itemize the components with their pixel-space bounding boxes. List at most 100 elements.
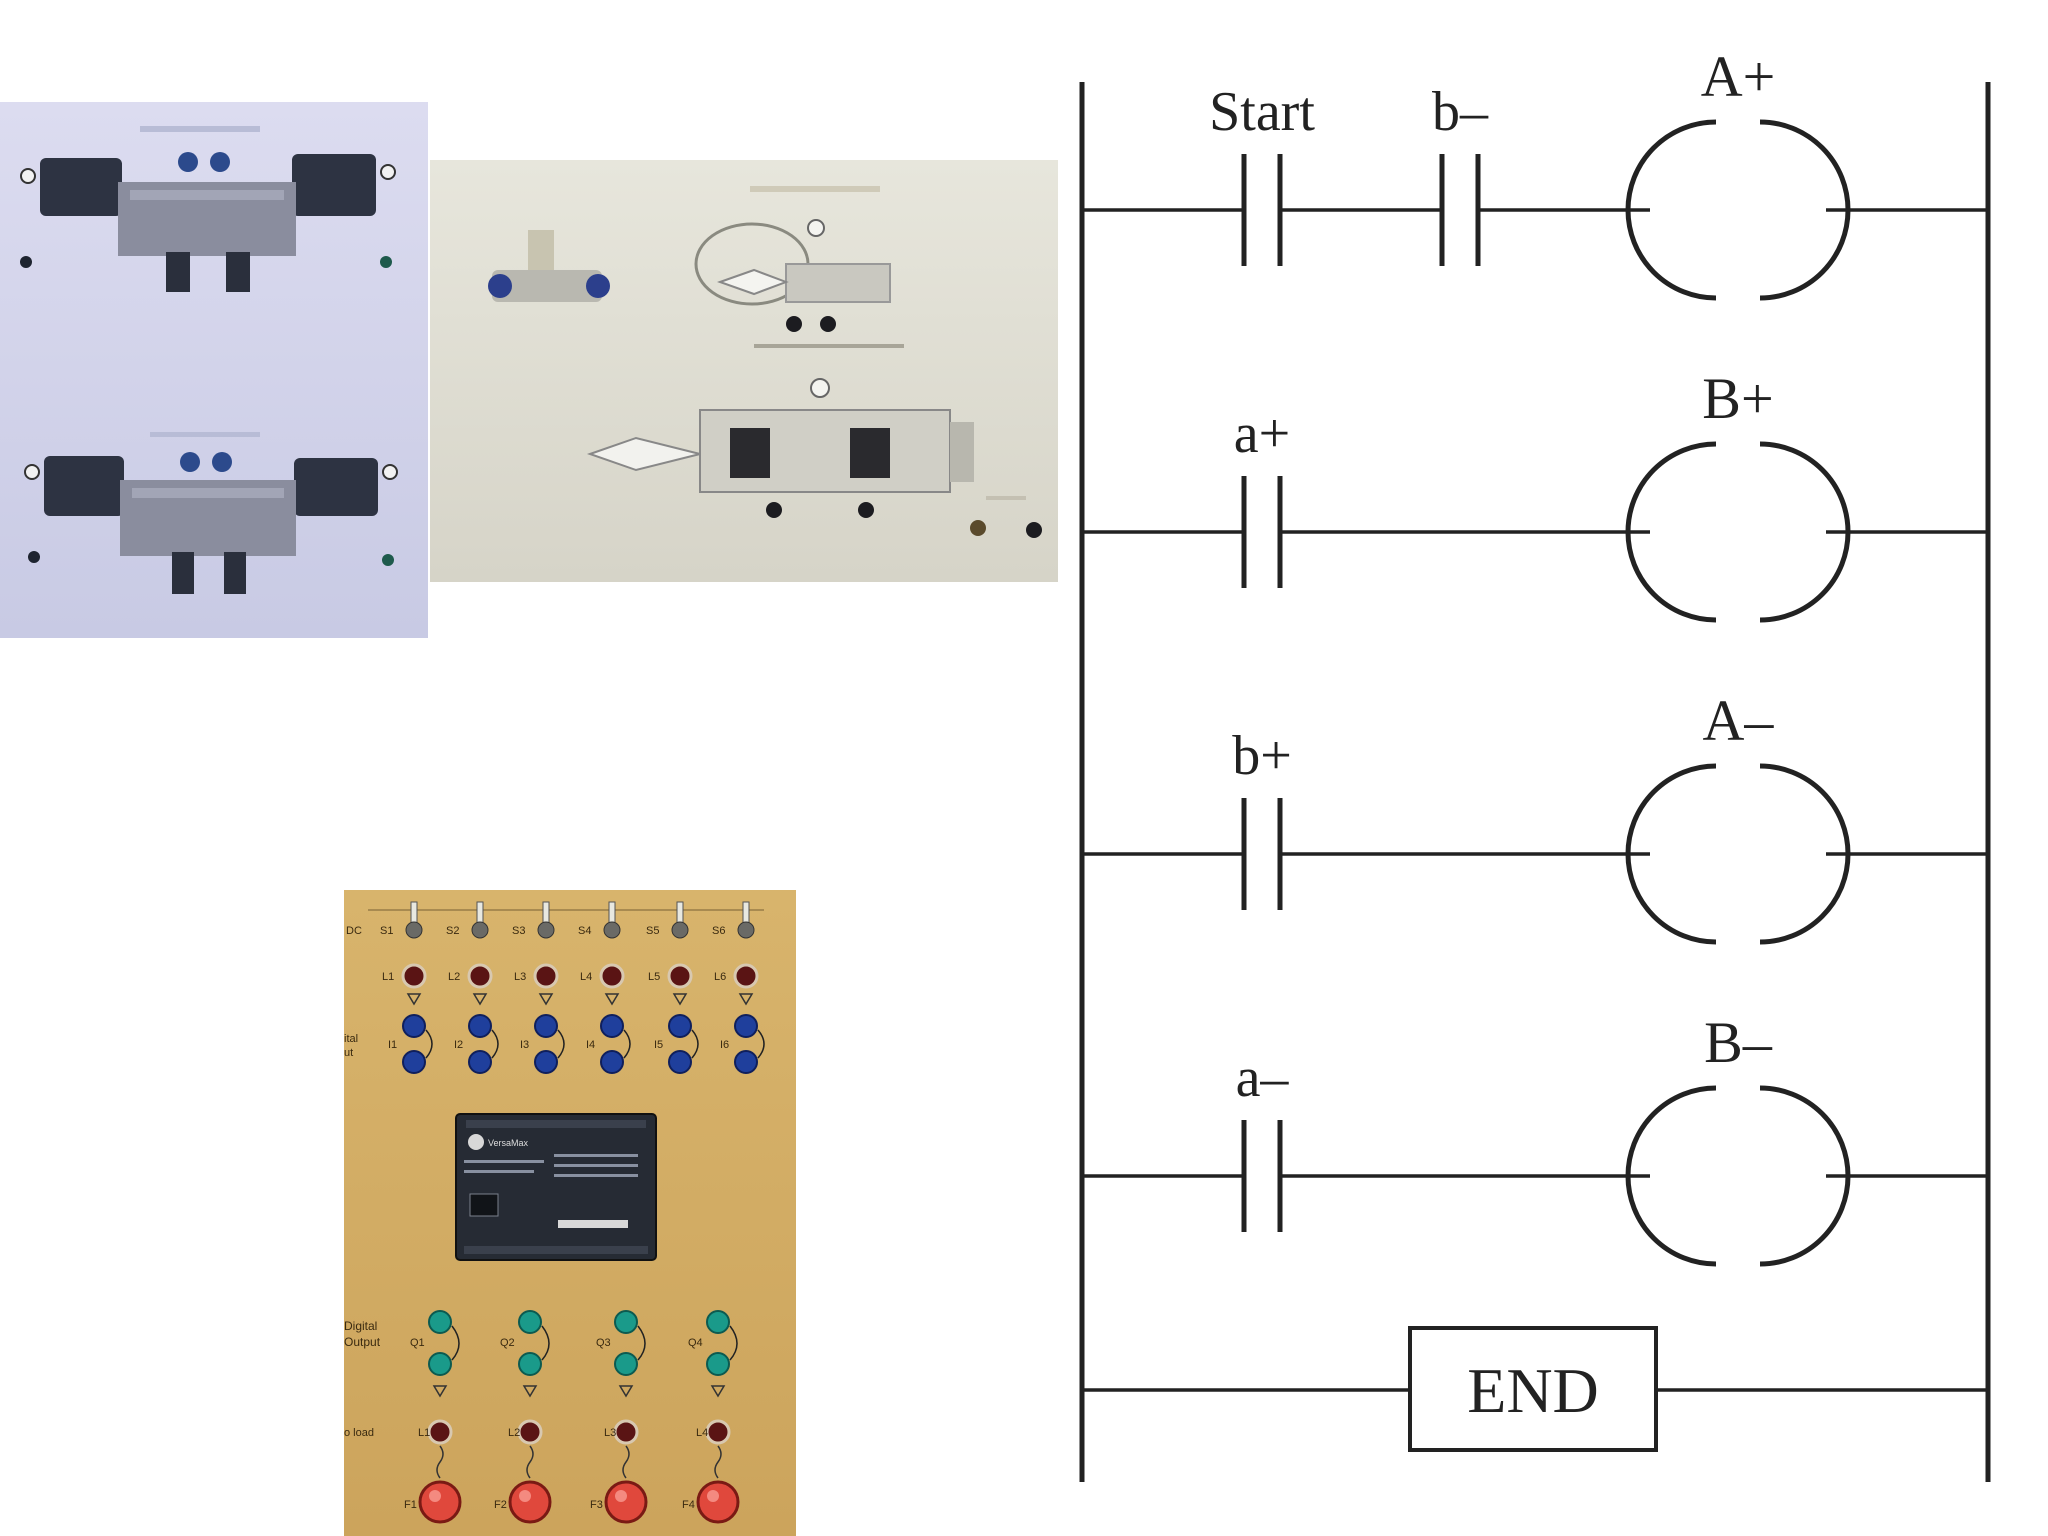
coil-label: A– [1703,688,1775,753]
input-terminal-pair: I1 [388,1014,433,1074]
input-label: I6 [720,1039,729,1051]
fuse-button: F1 [404,1445,462,1524]
end-instruction-box [1408,1326,1658,1452]
fuse-button: F3 [590,1445,648,1524]
input-terminal-pair: I2 [454,1014,499,1074]
toggle-switch: S4 [578,901,621,939]
lamp-label: L5 [648,971,660,983]
toggle-switch: S5 [646,901,689,939]
lamp-label: L2 [448,971,460,983]
toggle-switch: S6 [712,901,755,939]
input-terminal-pair: I4 [586,1014,631,1074]
indicator-lamp-row: L1 L2 L3 L4 L5 L6 [382,963,759,1006]
contact-label: a+ [1234,403,1290,465]
contact-label: a– [1236,1047,1290,1109]
digital-input-label-2: ut [344,1047,353,1059]
input-label: I1 [388,1039,397,1051]
contact-no [1241,154,1283,266]
fuse-label: F4 [682,1499,695,1511]
output-terminal-pair: Q1 [410,1310,460,1376]
contact-no [1439,154,1481,266]
output-label: Q1 [410,1337,425,1349]
output-coil [1625,1085,1851,1267]
input-terminal-pair: I3 [520,1014,565,1074]
output-lamp: L1 [418,1385,453,1445]
output-terminal-pair: Q3 [596,1310,646,1376]
digital-output-label-2: Output [344,1335,381,1349]
end-label: END [1467,1355,1599,1426]
output-terminal-pair: Q4 [688,1310,738,1376]
indicator-lamp: L2 [448,963,493,1006]
output-label: Q4 [688,1337,703,1349]
output-lamp: L4 [696,1385,731,1445]
end-rung: END [1082,1326,1988,1452]
digital-input-label-1: ital [344,1033,358,1045]
switch-label: S5 [646,925,659,937]
input-label: I5 [654,1039,663,1051]
rung-4: a– B– [1082,1010,1988,1267]
output-lamp: L2 [508,1385,543,1445]
output-lamp: L3 [604,1385,639,1445]
lamp-label: L1 [382,971,394,983]
contact-label: b– [1432,81,1489,143]
contact-label: Start [1209,81,1315,143]
coil-label: B– [1704,1010,1773,1075]
dc-label: DC [346,925,362,937]
flow-control-valve [488,230,610,302]
contact-label: b+ [1232,725,1292,787]
switch-label: S4 [578,925,591,937]
digital-input-row: I1 I2 I3 I4 I5 I6 [388,1014,765,1074]
photo-pneumatic-cylinders [430,160,1058,582]
input-label: I3 [520,1039,529,1051]
lamp-label: L4 [580,971,592,983]
indicator-lamp: L5 [648,963,693,1006]
indicator-lamp: L6 [714,963,759,1006]
fuse-button: F2 [494,1445,552,1524]
output-coil [1625,119,1851,301]
input-terminal-pair: I6 [720,1014,765,1074]
lamp-label: L6 [714,971,726,983]
output-label: Q2 [500,1337,515,1349]
output-lamp-label: L4 [696,1427,708,1439]
input-terminal-pair: I5 [654,1014,699,1074]
coil-label: B+ [1702,366,1773,431]
digital-output-label-1: Digital [344,1319,377,1333]
fuse-label: F1 [404,1499,417,1511]
switch-label: S6 [712,925,725,937]
double-acting-cylinder [586,378,1042,538]
indicator-lamp: L4 [580,963,625,1006]
toggle-switch: S1 [380,901,423,939]
solenoid-valve-1 [20,152,396,292]
output-coil [1625,763,1851,945]
switch-label: S2 [446,925,459,937]
input-label: I4 [586,1039,595,1051]
single-acting-cylinder [694,219,904,348]
output-lamp-label: L3 [604,1427,616,1439]
toggle-switch: S3 [512,901,555,939]
output-coil [1625,441,1851,623]
lamp-label: L3 [514,971,526,983]
photo-solenoid-valves [0,102,428,638]
rung-1: Start b– A+ [1082,44,1988,301]
output-label: Q3 [596,1337,611,1349]
fuse-label: F3 [590,1499,603,1511]
module-brand-text: VersaMax [488,1138,529,1148]
contact-no [1241,1120,1283,1232]
coil-label: A+ [1701,44,1776,109]
toggle-switch: S2 [446,901,489,939]
ladder-rungs: Start b– A+ a+ B+ b+ A– a– B– [1082,44,1988,1267]
indicator-lamp: L1 [382,963,427,1006]
contact-no [1241,476,1283,588]
contact-no [1241,798,1283,910]
output-lamp-label: L2 [508,1427,520,1439]
input-label: I2 [454,1039,463,1051]
versamax-plc-module: VersaMax [455,1113,657,1261]
digital-output-row: Q1 Q2 Q3 Q4 [410,1310,738,1376]
output-lamp-label: L1 [418,1427,430,1439]
output-lamp-row: L1 L2 L3 L4 [418,1385,731,1445]
solenoid-valve-2 [24,452,398,594]
ladder-diagram: Start b– A+ a+ B+ b+ A– a– B– END [1079,44,1991,1482]
